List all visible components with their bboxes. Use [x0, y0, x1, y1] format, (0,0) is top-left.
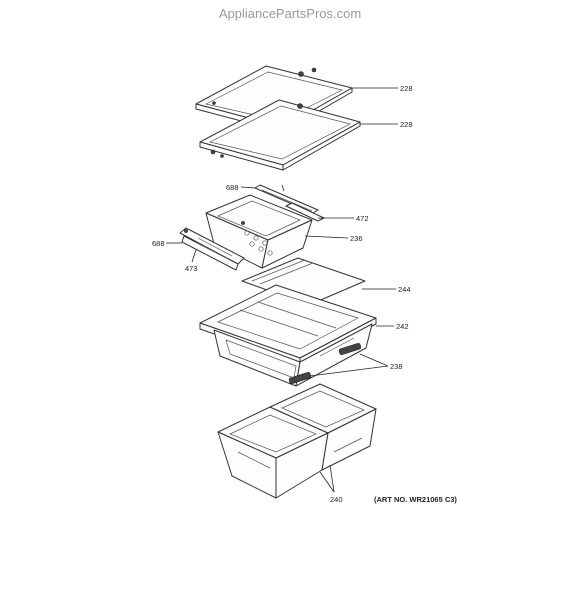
- callout-242: 242: [396, 322, 409, 331]
- callout-472: 472: [356, 214, 369, 223]
- callout-244: 244: [398, 285, 411, 294]
- callout-228-lower: 228: [400, 120, 413, 129]
- callout-473: 473: [185, 264, 198, 273]
- callout-236: 236: [350, 234, 363, 243]
- callout-688-top: 688: [226, 183, 239, 192]
- pan-small-cover: [179, 227, 245, 271]
- humidity-control: [288, 342, 362, 385]
- shelf-lower: [199, 99, 361, 171]
- callout-238: 238: [390, 362, 403, 371]
- callout-228-upper: 228: [400, 84, 413, 93]
- callout-688-left: 688: [152, 239, 165, 248]
- pan-cover-frame: [199, 284, 377, 387]
- pan-small: [205, 194, 313, 269]
- watermark-text: AppliancePartsPros.com: [219, 6, 361, 21]
- callout-240: 240: [330, 495, 343, 504]
- art-number: (ART NO. WR21065 C3): [374, 495, 457, 504]
- crisper-drawers: [217, 383, 377, 499]
